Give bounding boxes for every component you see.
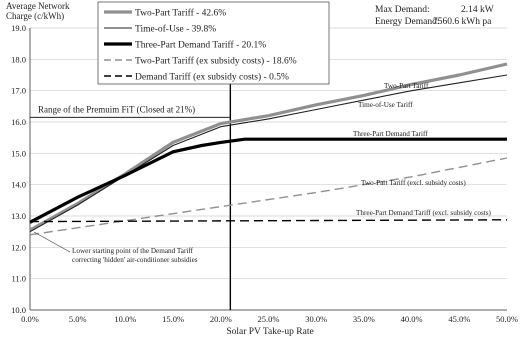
y-tick-label: 11.0 (11, 274, 26, 284)
legend-entry-0: Two-Part Tariff - 42.6% (135, 8, 226, 19)
x-tick-label: 30.0% (305, 314, 327, 324)
legend-entry-1: Time-of-Use - 39.8% (135, 24, 216, 35)
x-tick-label: 5.0% (69, 314, 87, 324)
series-line-4 (29, 219, 508, 223)
series-label-1: Time-of-Use Tariff (358, 101, 413, 109)
energy-demand-label: Energy Demand: (375, 17, 439, 27)
y-tick-label: 10.0 (11, 305, 26, 315)
x-tick-label: 40.0% (401, 314, 423, 324)
y-axis-label-line2: Charge (c/kWh) (6, 11, 64, 21)
x-tick-label: 50.0% (496, 314, 518, 324)
x-tick-label: 10.0% (114, 314, 136, 324)
series-line-3 (29, 157, 508, 236)
y-tick-label: 17.0 (11, 86, 26, 96)
y-tick-label: 16.0 (11, 117, 26, 127)
series-lines (29, 62, 508, 236)
y-axis-label-line1: Average Network (6, 1, 70, 11)
y-tick-label: 14.0 (11, 180, 26, 190)
y-tick-label: 19.0 (11, 23, 26, 33)
legend-entry-2: Three-Part Demand Tariff - 20.1% (135, 40, 266, 51)
x-tick-label: 20.0% (210, 314, 232, 324)
lower-start-note-line2: correcting 'hidden' air-conditioner subs… (72, 256, 198, 264)
legend-entry-3: Two-Part Tariff (ex subsidy costs) - 18.… (135, 56, 297, 67)
x-axis-label: Solar PV Take-up Rate (226, 327, 313, 337)
premium-fit-label: Range of the Premuim FiT (Closed at 21%) (38, 104, 195, 114)
series-line-2 (29, 137, 507, 224)
legend-entry-4: Demand Tariff (ex subsidy costs) - 0.5% (135, 72, 289, 83)
energy-demand-value: 7560.6 kWh pa (433, 17, 492, 27)
max-demand-value: 2.14 kW (461, 5, 494, 15)
x-tick-label: 45.0% (448, 314, 470, 324)
axes (29, 28, 507, 311)
legend-box (97, 1, 330, 85)
max-demand-label: Max Demand: (375, 5, 430, 15)
series-line-0 (29, 62, 508, 232)
x-tick-labels: 0.0% 5.0% 10.0% 15.0% 20.0% 25.0% 30.0% 35.0% 40… (21, 314, 518, 324)
y-tick-label: 13.0 (11, 211, 26, 221)
y-tick-labels: 10.0 11.0 12.0 13.0 14.0 15.0 16.0 17.0 18.0 19.0 (11, 23, 26, 315)
y-tick-label: 12.0 (11, 242, 26, 252)
x-tick-label: 35.0% (353, 314, 375, 324)
x-tick-label: 0.0% (21, 314, 39, 324)
series-label-2: Three-Part Demand Tariff (353, 130, 428, 138)
x-tick-label: 15.0% (162, 314, 184, 324)
series-label-0: Two-Part Tariff (384, 82, 429, 90)
legend: Two-Part Tariff - 42.6% Time-of-Use - 39.… (97, 1, 330, 85)
y-tick-label: 18.0 (11, 54, 26, 64)
series-label-4: Three-Part Demand Tariff (excl. subsidy … (356, 209, 492, 217)
lower-start-note-line1: Lower starting point of the Demand Tarif… (72, 247, 194, 255)
x-tick-label: 25.0% (258, 314, 280, 324)
y-tick-label: 15.0 (11, 148, 26, 158)
series-label-3: Two-Part Tariff (excl. subsidy costs) (361, 179, 466, 187)
lower-start-leader (33, 231, 71, 253)
